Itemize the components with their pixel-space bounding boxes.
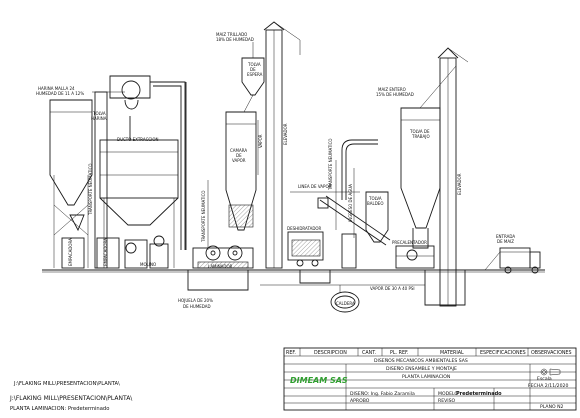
tb-header-especificaciones: ESPECIFICACIONES	[480, 350, 526, 356]
label-vapor-small: VAPOR	[258, 134, 263, 148]
label-camara-vapor-1: CAMARA	[230, 148, 247, 153]
label-entrada-maiz-2: DE MAIZ	[497, 239, 514, 244]
path-line1: J:\FLAKING MILL\PRESENTACION\PLANTA\	[13, 381, 120, 387]
tb-header-ref: REF.	[286, 350, 296, 356]
label-entrada-maiz-1: ENTRADA	[496, 234, 515, 239]
steam-chamber-unit	[185, 21, 301, 269]
title-block: REF. DESCRIPCION CANT. PL. REF. MATERIAL…	[283, 347, 577, 411]
tb-header-descripcion: DESCRIPCION	[314, 350, 347, 356]
tb-aprobo: APROBO	[350, 398, 370, 404]
label-elevador-right: ELEVADOR	[457, 173, 462, 195]
tb-diseno: DISEÑO: Ing. Fabio Zaramila	[350, 390, 415, 397]
label-ingreso-agua: INGRESO DE AGUA	[348, 184, 353, 222]
label-harina-malla-2: HUMEDAD DE 11 A 12%	[36, 91, 84, 96]
path-line2: J:\FLAKING MILL\PRESENTACION\PLANTA\	[9, 395, 133, 402]
tb-reviso: REVISO	[438, 398, 456, 404]
tb-fecha: FECHA 2/11/2020	[528, 383, 568, 389]
tb-line3: PLANTA LAMINACION	[402, 374, 450, 380]
label-tolva-baldeo-2: BALDEO	[367, 201, 383, 206]
label-deshidratador: DESHIDRATADOR	[287, 226, 322, 231]
label-tolva-espera-3: ESPERA	[247, 72, 263, 77]
file-paths: J:\FLAKING MILL\PRESENTACION\PLANTA\ J:\…	[9, 381, 133, 412]
label-transporte-neumatico-center: TRANSPORTE NEUMATICO	[201, 190, 206, 243]
label-tolva-harina-1: TOLVA	[92, 111, 106, 116]
label-vapor-30-40: VAPOR DE 30 A 40 PSI	[370, 286, 415, 291]
diagram-labels: HARINA MALLA 24 HUMEDAD DE 11 A 12% TOLV…	[36, 32, 515, 309]
label-maiz-trillado-1: MAIZ TRILLADO	[216, 32, 247, 37]
label-tolva-trabajo-1: TOLVA DE	[409, 129, 430, 134]
label-ducto-extraccion: DUCTO EXTRACCION	[117, 137, 159, 142]
tb-header-plref: PL. REF.	[390, 350, 409, 356]
label-tolva-trabajo-2: TRABAJO	[411, 134, 430, 139]
label-maiz-trillado-2: 18% DE HUMEDAD	[216, 37, 254, 42]
label-tolva-harina-2: HARINA	[91, 116, 107, 121]
projection-symbol-icon	[540, 368, 561, 376]
label-empacadora-2: EMPACADORA	[103, 238, 108, 266]
label-transporte-neumatico-right: TRANSPORTE NEUMATICO	[328, 138, 333, 191]
label-hojuela-1: HOJUELA DE 20%	[178, 298, 213, 303]
tb-plano: PLANO N2	[540, 404, 564, 410]
tb-line1: DISEÑOS MECANICOS AMBIENTALES SAS	[374, 357, 468, 364]
label-elevador-center: ELEVADOR	[283, 123, 288, 145]
label-tolva-espera-1: TOLVA	[247, 62, 261, 67]
label-precalentador: PRECALENTADOR	[392, 240, 427, 245]
tb-modelo-label: MODELO	[438, 391, 458, 397]
label-harina-malla-1: HARINA MALLA 24	[38, 86, 75, 91]
label-caldera: CALDERA	[336, 301, 355, 306]
tb-header-material: MATERIAL	[440, 350, 464, 356]
tb-line2: DISEÑO ENSAMBLE Y MONTAJE	[386, 365, 457, 372]
tb-header-observaciones: OBSERVACIONES	[531, 350, 572, 356]
label-empacadora: EMPACADORA	[68, 238, 73, 266]
boiler-unit	[260, 284, 425, 313]
tb-header-cant: CANT.	[362, 350, 376, 356]
path-line3: PLANTA LAMINACION: Predeterminado	[10, 406, 109, 412]
label-tolva-espera-2: DE	[250, 67, 256, 72]
dehydrator-unit	[287, 139, 435, 269]
label-maiz-entero-2: 15% DE HUMEDAD	[376, 92, 414, 97]
work-hopper-unit	[400, 47, 541, 307]
baghouse-unit	[49, 75, 186, 269]
label-maiz-entero-1: MAIZ ENTERO	[378, 87, 406, 92]
floor-line	[42, 269, 545, 306]
label-molino: MOLINO	[140, 262, 156, 267]
label-linea-vapor: LINEA DE VAPOR	[298, 184, 332, 189]
label-camara-vapor-3: VAPOR	[232, 158, 246, 163]
label-laminador: LAMINADOR	[208, 264, 233, 269]
label-transporte-neumatico-left: TRANSPORTE NEUMATICO	[88, 163, 93, 216]
label-hojuela-2: DE HUMEDAD	[183, 304, 211, 309]
label-camara-vapor-2: DE	[236, 153, 242, 158]
tb-modelo-value: Predeterminado	[456, 391, 502, 397]
company-name: DIMEAM SAS	[290, 376, 348, 385]
tb-escala: Escala	[537, 376, 552, 382]
label-tolva-baldeo-1: TOLVA	[368, 196, 382, 201]
